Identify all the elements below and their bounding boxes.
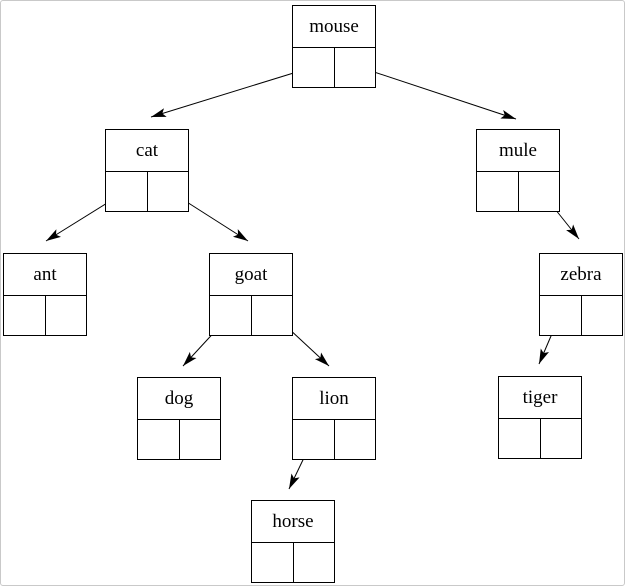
pointer-cells xyxy=(293,48,375,87)
pointer-cells xyxy=(499,419,581,458)
tree-node-tiger: tiger xyxy=(498,376,582,459)
tree-node-goat: goat xyxy=(209,253,293,336)
left-pointer-cell xyxy=(293,420,335,459)
tree-node-cat: cat xyxy=(105,129,189,212)
node-label: cat xyxy=(106,130,188,172)
left-pointer-cell xyxy=(293,48,335,87)
right-pointer-cell xyxy=(541,419,582,458)
right-pointer-cell xyxy=(148,172,189,211)
pointer-cells xyxy=(138,420,220,459)
node-label: horse xyxy=(252,501,334,543)
pointer-cells xyxy=(293,420,375,459)
left-pointer-cell xyxy=(477,172,519,211)
left-pointer-cell xyxy=(138,420,180,459)
tree-node-mule: mule xyxy=(476,129,560,212)
right-pointer-cell xyxy=(335,420,376,459)
left-pointer-cell xyxy=(4,296,46,335)
right-pointer-cell xyxy=(335,48,376,87)
pointer-cells xyxy=(106,172,188,211)
right-pointer-cell xyxy=(180,420,221,459)
right-pointer-cell xyxy=(46,296,87,335)
tree-node-zebra: zebra xyxy=(539,253,623,336)
tree-node-ant: ant xyxy=(3,253,87,336)
tree-node-dog: dog xyxy=(137,377,221,460)
tree-node-horse: horse xyxy=(251,500,335,583)
left-pointer-cell xyxy=(106,172,148,211)
node-label: dog xyxy=(138,378,220,420)
node-label: ant xyxy=(4,254,86,296)
left-pointer-cell xyxy=(540,296,582,335)
right-pointer-cell xyxy=(582,296,623,335)
node-label: lion xyxy=(293,378,375,420)
pointer-cells xyxy=(252,543,334,582)
pointer-cells xyxy=(540,296,622,335)
left-pointer-cell xyxy=(499,419,541,458)
right-pointer-cell xyxy=(252,296,293,335)
pointer-cells xyxy=(4,296,86,335)
left-pointer-cell xyxy=(252,543,294,582)
right-pointer-cell xyxy=(519,172,560,211)
edge-mouse-cat xyxy=(150,66,314,118)
pointer-cells xyxy=(210,296,292,335)
node-label: zebra xyxy=(540,254,622,296)
node-label: mule xyxy=(477,130,559,172)
node-label: goat xyxy=(210,254,292,296)
edge-mouse-mule xyxy=(352,64,517,120)
node-label: mouse xyxy=(293,6,375,48)
right-pointer-cell xyxy=(294,543,335,582)
pointer-cells xyxy=(477,172,559,211)
tree-node-lion: lion xyxy=(292,377,376,460)
left-pointer-cell xyxy=(210,296,252,335)
node-label: tiger xyxy=(499,377,581,419)
tree-node-mouse: mouse xyxy=(292,5,376,88)
